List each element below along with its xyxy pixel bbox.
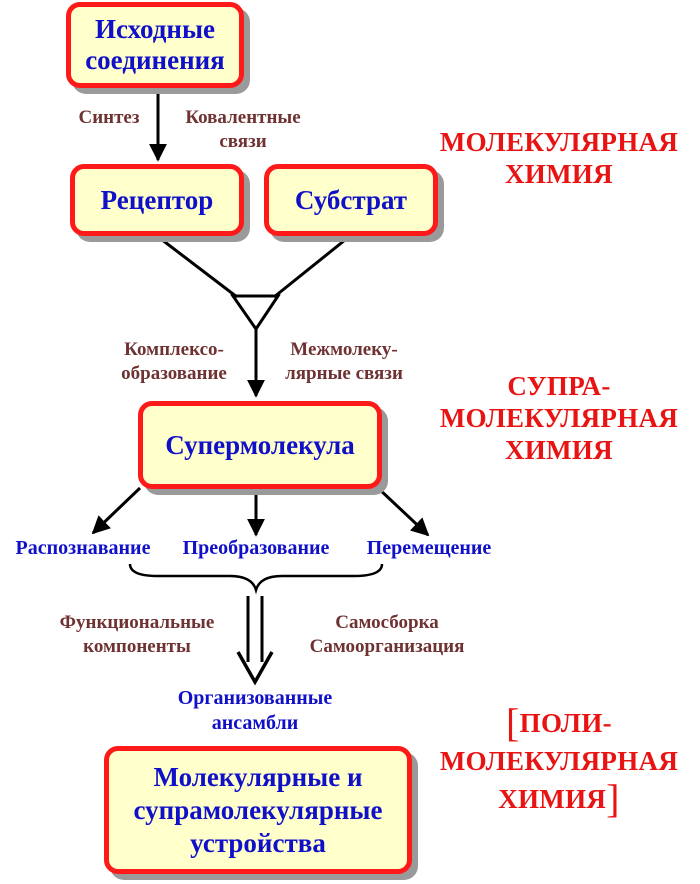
devices-line-3: устройства xyxy=(190,827,326,858)
translocation-label: Перемещение xyxy=(366,537,492,559)
molecular-chemistry-label: МОЛЕКУЛЯРНАЯ ХИМИЯ xyxy=(418,126,700,190)
supermolecule-box: Супермолекула xyxy=(138,401,382,489)
ensembles-line-2: ансамбли xyxy=(211,712,299,734)
molecular-line-2: ХИМИЯ xyxy=(505,159,613,189)
line-substrate-to-junction xyxy=(273,234,351,299)
devices-line-2: супрамолекулярные xyxy=(133,794,383,825)
complexation-label: Комплексо- образование xyxy=(104,338,244,386)
transformation-label: Преобразование xyxy=(182,537,330,559)
covalent-bonds-label: Ковалентные связи xyxy=(168,106,318,154)
double-arrow-head xyxy=(236,651,274,686)
supramolecular-chemistry-label: СУПРА- МОЛЕКУЛЯРНАЯ ХИМИЯ xyxy=(418,370,700,466)
poly-open-bracket: [ xyxy=(506,700,520,745)
functional-line-2: компоненты xyxy=(83,636,191,657)
selfassembly-line-1: Самосборка xyxy=(335,612,439,633)
poly-line-2: МОЛЕКУЛЯРНАЯ xyxy=(439,746,679,776)
polymolecular-chemistry-label: [ПОЛИ- МОЛЕКУЛЯРНАЯ ХИМИЯ] xyxy=(418,703,700,821)
synthesis-label: Синтез xyxy=(62,106,156,130)
self-assembly-label: Самосборка Самоорганизация xyxy=(282,611,492,659)
intermolecular-line-2: лярные связи xyxy=(285,363,403,384)
source-line-2: соединения xyxy=(85,45,225,75)
supermolecule-label: Супермолекула xyxy=(165,429,355,460)
line-receptor-to-junction xyxy=(156,234,238,299)
arrow-to-translocation xyxy=(376,486,430,537)
intermolecular-bonds-label: Межмолеку- лярные связи xyxy=(266,338,422,386)
functional-line-1: Функциональные xyxy=(59,612,215,633)
receptor-box: Рецептор xyxy=(70,164,244,236)
complex-line-1: Комплексо- xyxy=(124,339,224,360)
covalent-line-2: связи xyxy=(219,131,267,152)
poly-close-bracket: ] xyxy=(606,776,620,821)
selfassembly-line-2: Самоорганизация xyxy=(309,636,465,657)
recognition-label: Распознавание xyxy=(15,537,151,559)
covalent-line-1: Ковалентные xyxy=(185,107,301,128)
source-line-1: Исходные xyxy=(94,14,216,44)
supra-line-1: СУПРА- xyxy=(507,371,611,401)
ensembles-line-1: Организованные xyxy=(177,687,333,709)
synthesis-text: Синтез xyxy=(78,107,140,128)
complex-line-2: образование xyxy=(121,363,227,384)
junction-triangle xyxy=(230,294,281,332)
molecular-line-1: МОЛЕКУЛЯРНАЯ xyxy=(439,127,679,157)
organized-ensembles-label: Организованные ансамбли xyxy=(140,686,370,736)
curly-brace xyxy=(128,563,384,595)
receptor-label: Рецептор xyxy=(100,184,214,215)
supra-line-2: МОЛЕКУЛЯРНАЯ xyxy=(439,403,679,433)
intermolecular-line-1: Межмолеку- xyxy=(290,339,398,360)
devices-line-1: Молекулярные и xyxy=(153,761,363,792)
poly-line-1: ПОЛИ- xyxy=(519,708,612,738)
substrate-box: Субстрат xyxy=(264,164,438,236)
substrate-label: Субстрат xyxy=(294,184,408,215)
arrow-to-recognition xyxy=(91,486,142,535)
poly-line-3: ХИМИЯ xyxy=(498,784,607,814)
functional-components-label: Функциональные компоненты xyxy=(34,611,240,659)
supra-line-3: ХИМИЯ xyxy=(505,435,613,465)
